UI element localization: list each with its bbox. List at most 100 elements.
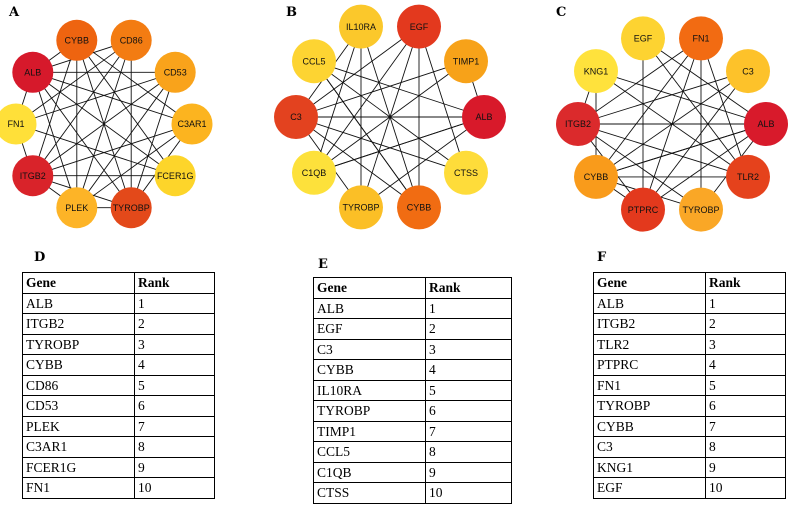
network-node: PTPRC xyxy=(621,187,665,232)
network-node: PLEK xyxy=(56,187,98,229)
node-circle xyxy=(56,19,98,61)
table-header-row: Gene Rank xyxy=(313,277,512,299)
network-node: FN1 xyxy=(0,103,37,145)
node-circle xyxy=(110,187,152,229)
gene-cell: C3 xyxy=(593,436,706,458)
node-label: TYROBP xyxy=(113,203,150,213)
network-node: C3 xyxy=(726,49,770,94)
node-label: CD86 xyxy=(120,36,143,46)
network-node: ITGB2 xyxy=(12,155,54,197)
node-label: PLEK xyxy=(65,203,88,213)
network-node: TYROBP xyxy=(679,187,723,232)
network-node: FCER1G xyxy=(154,155,196,197)
network-edge xyxy=(642,123,767,210)
panel-letter-c: C xyxy=(556,5,566,20)
network-edge xyxy=(313,116,485,174)
node-circle xyxy=(12,51,54,93)
node-circle xyxy=(397,185,441,230)
panel-letter-b: B xyxy=(286,5,297,20)
gene-cell: CYBB xyxy=(22,354,135,376)
network-edge xyxy=(642,38,749,178)
rank-column-header: Rank xyxy=(705,272,786,294)
network-node: CTSS xyxy=(444,150,488,195)
gene-cell: PTPRC xyxy=(593,354,706,376)
rank-cell: 9 xyxy=(134,456,215,478)
network-node: CD86 xyxy=(110,19,152,61)
network-node: FN1 xyxy=(679,16,723,61)
network-edge xyxy=(32,40,78,176)
network-node: C1QB xyxy=(292,150,336,195)
node-circle xyxy=(726,154,770,199)
node-circle xyxy=(292,150,336,195)
network-node: TIMP1 xyxy=(444,39,488,84)
gene-cell: FN1 xyxy=(22,477,135,499)
rank-cell: 7 xyxy=(134,415,215,437)
network-node: ALB xyxy=(744,102,788,146)
node-label: ALB xyxy=(757,119,774,129)
gene-cell: CD53 xyxy=(22,395,135,417)
network-node: ALB xyxy=(462,95,506,139)
network-node: KNG1 xyxy=(574,49,618,94)
network-edge xyxy=(418,26,467,173)
rank-cell: 1 xyxy=(425,297,512,319)
network-node: EGF xyxy=(397,4,441,49)
node-label: PTPRC xyxy=(628,205,659,215)
node-label: ITGB2 xyxy=(20,171,46,181)
node-circle xyxy=(679,187,723,232)
network-node: IL10RA xyxy=(339,4,383,49)
rank-cell: 7 xyxy=(425,420,512,442)
panel-letter-e: E xyxy=(318,257,328,272)
gene-cell: TYROBP xyxy=(593,395,706,417)
node-circle xyxy=(171,103,213,145)
gene-cell: TIMP1 xyxy=(313,420,426,442)
gene-cell: KNG1 xyxy=(593,456,706,478)
rank-cell: 4 xyxy=(425,359,512,381)
node-label: CD53 xyxy=(164,68,187,78)
rank-cell: 4 xyxy=(134,354,215,376)
node-circle xyxy=(397,4,441,49)
node-circle xyxy=(0,103,37,145)
network-edge xyxy=(32,72,78,208)
network-node: TLR2 xyxy=(726,154,770,199)
rank-cell: 6 xyxy=(425,400,512,422)
network-edge xyxy=(595,123,767,178)
node-label: TYROBP xyxy=(342,203,379,213)
node-label: ALB xyxy=(475,112,492,122)
node-circle xyxy=(110,19,152,61)
network-edge xyxy=(313,60,485,118)
node-label: CTSS xyxy=(454,168,478,178)
network-node: CYBB xyxy=(56,19,98,61)
network-node: CCL5 xyxy=(292,39,336,84)
rank-cell: 8 xyxy=(134,436,215,458)
network-edge xyxy=(577,123,702,210)
rank-cell: 10 xyxy=(134,477,215,499)
node-circle xyxy=(621,16,665,61)
rank-cell: 5 xyxy=(705,374,786,396)
network-edge xyxy=(577,123,749,178)
rank-cell: 10 xyxy=(705,477,786,499)
rank-cell: 5 xyxy=(134,374,215,396)
gene-cell: ITGB2 xyxy=(593,313,706,335)
network-edge xyxy=(577,70,749,125)
node-circle xyxy=(744,102,788,146)
